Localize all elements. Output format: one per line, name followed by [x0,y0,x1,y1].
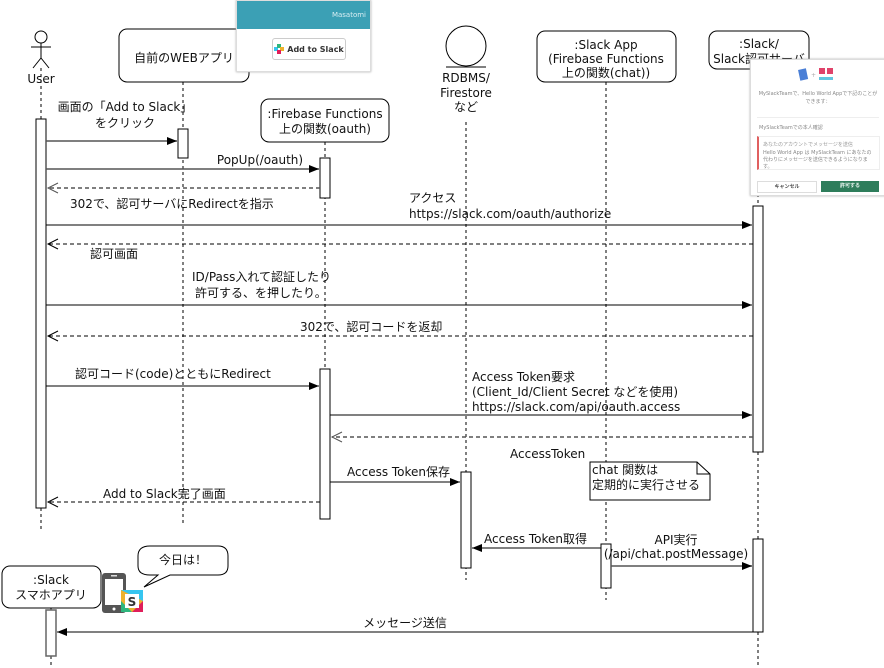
user-actor-icon [31,30,51,69]
screenshot-header: Masatomi [237,1,370,29]
slack-auth-activation-1 [752,205,764,453]
slack-auth-activation-2 [752,538,764,633]
message-label-m8: 認可コード(code)とともにRedirect [75,366,271,381]
message-label-m9-3: https://slack.com/api/oauth.access [472,400,680,414]
app-icons: + [797,68,837,82]
message-label-m6-2: 許可する、を押したり。 [195,286,327,300]
slack-app-label-3: 上の関数(chat)) [562,65,650,80]
warning-title: あなたのアカウントでメッセージを送信 [763,142,853,148]
open-arrowhead-m5 [46,238,59,250]
open-arrowhead-m10 [330,431,343,443]
mobile-activation [45,609,57,657]
speech-bubble-text: 今日は！ [159,552,207,567]
message-label-m6-1: ID/Pass入れて認証したり [192,269,331,284]
slack-app-label-2: (Firebase Functions [548,52,664,66]
message-label-m4-1: アクセス [409,191,456,205]
note-line-1: chat 関数は [592,462,658,477]
smartphone-icon: S [102,573,143,613]
speech-bubble [137,545,229,588]
user-activation [35,118,47,509]
open-arrowhead-m12 [46,496,59,508]
mobile-label-2: スマホアプリ [15,588,87,602]
db-label-2: Firestore [440,86,492,100]
note-line-2: 定期的に実行させる [592,477,700,492]
db-label-3: など [454,100,478,114]
slack-auth-screenshot: + MySlackTeamで、Hello World Appで下記のことができま… [750,59,884,196]
message-label-m4-2: https://slack.com/oauth/authorize [409,207,611,221]
auth-team-label: MySlackTeamでの本人確認 [759,125,823,131]
message-label-m11: Access Token保存 [347,465,450,479]
divider [757,117,879,118]
auth-warning: あなたのアカウントでメッセージを送信 Hello World App は MyS… [757,136,880,170]
add-to-slack-screenshot: Masatomi Add to Slack [236,0,371,72]
svg-text:+: + [811,72,816,79]
slack-auth-label-1: :Slack/ [739,37,780,51]
allow-button: 許可する [821,181,879,192]
slack-app-participant [536,30,677,83]
oauth-fn-activation-1 [319,157,331,199]
oauth-fn-participant [260,98,390,143]
message-label-m12: Add to Slack完了画面 [103,486,226,501]
oauth-fn-activation-2 [319,368,331,520]
open-arrowhead-m3 [46,182,59,194]
message-label-m15: メッセージ送信 [363,615,447,630]
message-label-m1-1: 画面の「Add to Slack」 [58,100,193,114]
slack-app-label-1: :Slack App [574,38,637,52]
open-arrowhead-m7 [46,330,59,342]
webapp-label: 自前のWEBアプリ [134,50,234,65]
note [589,461,711,501]
message-label-m5: 認可画面 [90,246,138,261]
add-to-slack-label: Add to Slack [287,44,344,54]
app-connection-icon: + [798,68,833,81]
cancel-button: キャンセル [757,181,817,193]
db-activation [460,471,472,569]
message-label-m9-2: (Client_Id/Client Secret などを使用) [472,384,678,399]
add-to-slack-button: Add to Slack [272,38,346,60]
auth-title: MySlackTeamで、Hello World Appで下記のことができます： [758,91,878,105]
mobile-participant [1,565,102,609]
oauth-fn-label-2: 上の関数(oauth) [279,121,371,136]
database-entity-icon [445,25,487,68]
message-label-m13: Access Token取得 [484,531,587,546]
slack-logo-icon [274,44,285,54]
message-label-m10: AccessToken [510,447,585,461]
message-label-m9-1: Access Token要求 [472,370,575,384]
slack-app-letter: S [128,595,137,609]
message-label-m2: PopUp(/oauth) [217,153,303,167]
oauth-fn-label-1: :Firebase Functions [267,107,382,121]
webapp-activation [177,128,189,159]
message-label-m3: 302で、認可サーバにRedirectを指示 [70,196,274,211]
slack-app-icon: S [121,590,143,612]
message-label-m1-2: をクリック [95,116,155,130]
message-label-m14-2: (/api/chat.postMessage) [604,547,748,561]
message-label-m14-1: API実行 [655,532,698,547]
message-label-m7: 302で、認可コードを返却 [300,319,442,334]
mobile-label-1: :Slack [33,573,69,587]
user-label: User [27,72,54,86]
warning-body: Hello World App は MySlackTeam にあなたの代わりにメ… [763,150,872,170]
db-label-1: RDBMS/ [442,71,491,85]
